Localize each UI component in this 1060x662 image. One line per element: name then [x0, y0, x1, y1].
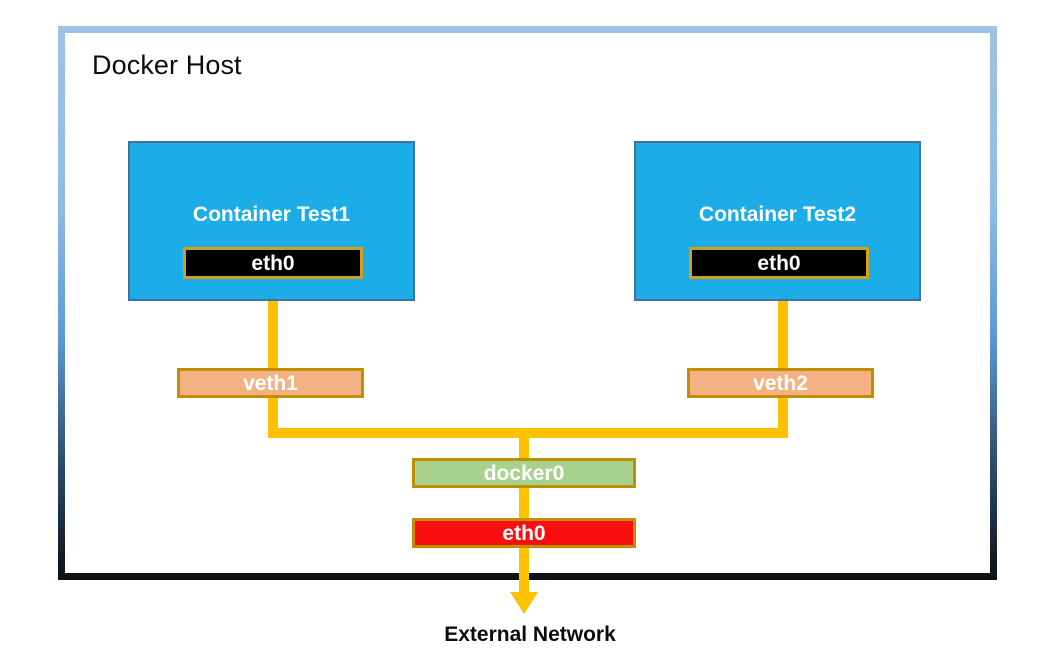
connector-eth0-to-veth1	[268, 278, 278, 376]
veth-label-veth2: veth2	[753, 371, 808, 395]
connector-veth1-down	[268, 396, 278, 438]
connector-docker0-to-eth0	[519, 486, 529, 528]
container-label-test1: Container Test1	[192, 203, 351, 226]
arrow-down-icon	[510, 592, 538, 614]
bridge-label-docker0: docker0	[483, 461, 565, 485]
connector-eth0-to-external	[519, 546, 529, 595]
container-box-test1[interactable]: Container Test1	[128, 141, 415, 301]
container-label-test2: Container Test2	[698, 203, 857, 226]
docker-host-title: Docker Host	[92, 50, 242, 80]
interface-box-test2-eth0[interactable]: eth0	[689, 247, 869, 279]
veth-label-veth1: veth1	[243, 371, 298, 395]
interface-label-test1-eth0: eth0	[251, 251, 295, 275]
connector-eth0-to-veth2	[778, 278, 788, 376]
connector-veth2-down	[778, 396, 788, 438]
host-interface-label-eth0: eth0	[502, 521, 546, 545]
connector-junction-to-docker0	[519, 428, 529, 466]
external-network-label: External Network	[444, 623, 616, 646]
veth-box-veth2[interactable]: veth2	[687, 368, 874, 398]
interface-box-test1-eth0[interactable]: eth0	[183, 247, 363, 279]
bridge-box-docker0[interactable]: docker0	[412, 458, 636, 488]
host-interface-box-eth0[interactable]: eth0	[412, 518, 636, 548]
interface-label-test2-eth0: eth0	[757, 251, 801, 275]
veth-box-veth1[interactable]: veth1	[177, 368, 364, 398]
